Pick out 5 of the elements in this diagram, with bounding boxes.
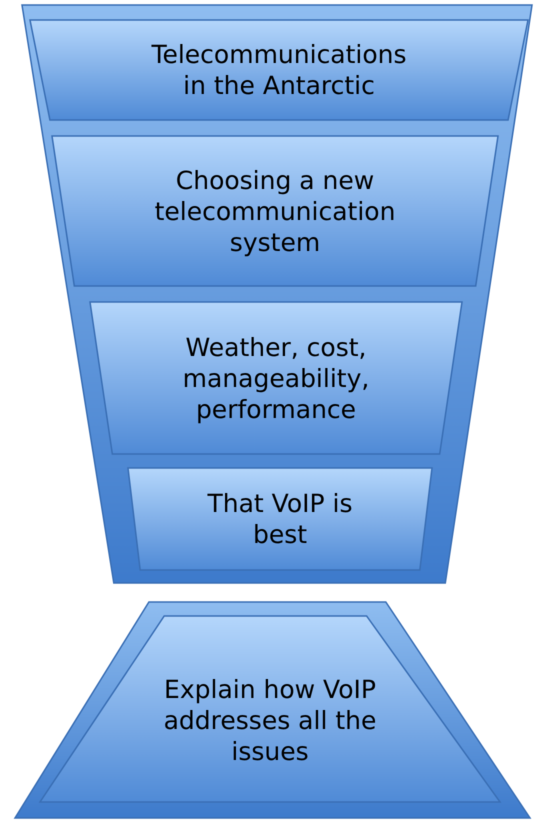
stage-label: Weather, cost, manageability, performance bbox=[182, 332, 370, 424]
stage-label: That VoIP is best bbox=[206, 488, 354, 550]
stage-label: Telecommunications in the Antarctic bbox=[150, 39, 408, 101]
stage-label: Explain how VoIP addresses all the issues bbox=[162, 674, 378, 767]
stage-label: Choosing a new telecommunication system bbox=[154, 164, 396, 258]
